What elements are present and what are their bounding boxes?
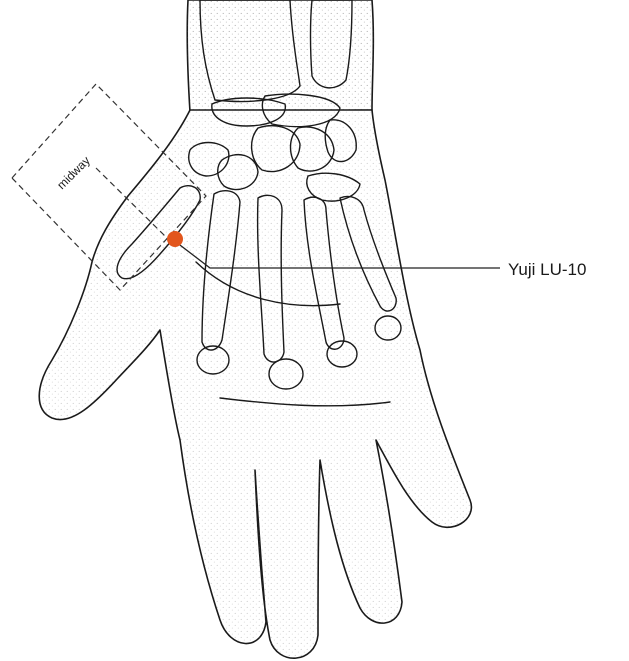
point-label: Yuji LU-10 <box>508 260 586 279</box>
midway-label: midway <box>54 153 93 192</box>
hand-shading <box>39 110 471 658</box>
forearm-shading <box>187 0 373 112</box>
acupoint-dot-icon <box>167 231 183 247</box>
